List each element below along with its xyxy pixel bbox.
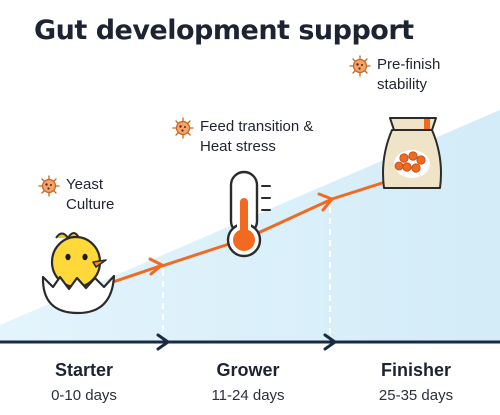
- phase-grower: Grower 11-24 days: [178, 359, 318, 407]
- phase-days: 25-35 days: [378, 387, 454, 404]
- phase-starter: Starter 0-10 days: [14, 359, 154, 407]
- note-text: Yeast Culture: [66, 176, 115, 213]
- note-pre-finish: Pre-finish stability: [349, 55, 464, 95]
- phase-finisher: Finisher 25-35 days: [346, 359, 486, 407]
- timeline-axis: [0, 333, 500, 351]
- note-text: Pre-finish stability: [377, 56, 441, 93]
- thermometer-icon: [226, 170, 271, 258]
- phase-name: Finisher: [380, 360, 451, 380]
- phase-name: Grower: [216, 360, 280, 380]
- microbe-icon: [172, 117, 194, 139]
- feed-bag-icon: [382, 117, 442, 189]
- growth-arrow: [111, 181, 384, 284]
- phase-days: 11-24 days: [211, 387, 285, 404]
- phase-name: Starter: [54, 360, 114, 380]
- note-text: Feed transition & Heat stress: [200, 118, 314, 155]
- microbe-icon: [349, 55, 371, 77]
- microbe-icon: [38, 175, 60, 197]
- note-feed-transition: Feed transition & Heat stress: [172, 117, 342, 157]
- note-yeast-culture: Yeast Culture: [38, 175, 148, 215]
- phase-days: 0-10 days: [51, 387, 117, 404]
- chick-in-eggshell-icon: [41, 232, 116, 315]
- page-title: Gut development support: [34, 15, 414, 46]
